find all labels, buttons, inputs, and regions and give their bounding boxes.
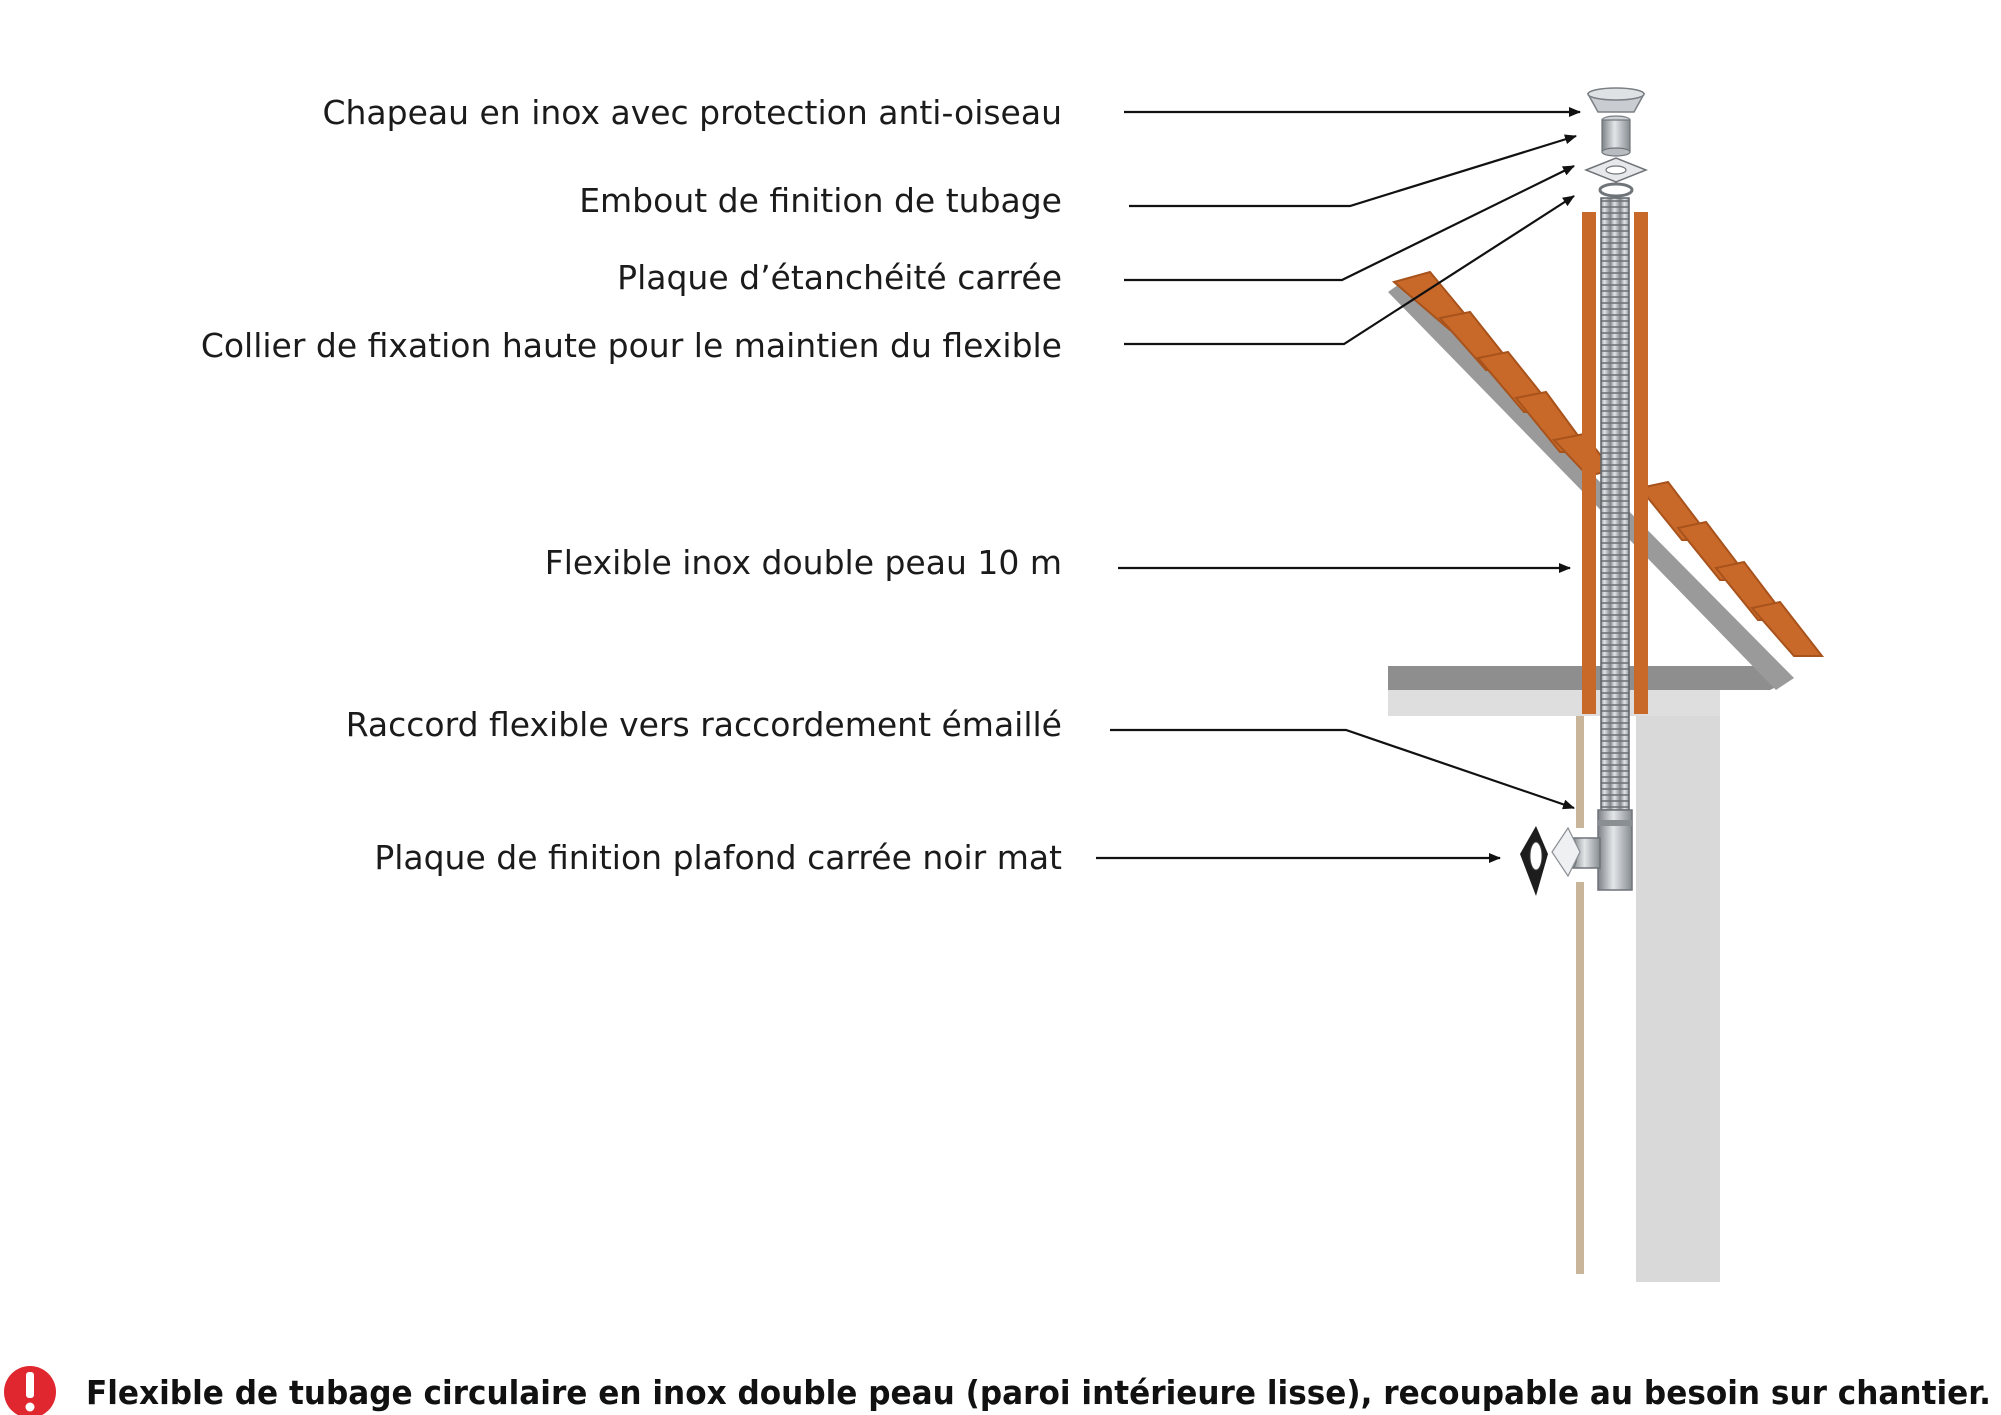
label-chapeau: Chapeau en inox avec protection anti-ois… bbox=[322, 93, 1062, 132]
leader-raccord bbox=[1110, 728, 1575, 810]
leader-plaque-etancheite bbox=[1124, 165, 1575, 282]
fixing-collar bbox=[1598, 182, 1634, 198]
chimney-assembly bbox=[1520, 87, 1649, 896]
ceiling-line-lower bbox=[1576, 882, 1584, 1274]
masonry-wall bbox=[1636, 680, 1720, 1282]
end-piece bbox=[1601, 115, 1631, 157]
rain-cap bbox=[1586, 87, 1646, 113]
ceiling-plates bbox=[1520, 826, 1581, 896]
bottom-note: Flexible de tubage circulaire en inox do… bbox=[4, 1366, 1991, 1415]
label-raccord: Raccord flexible vers raccordement émail… bbox=[346, 705, 1062, 744]
label-collier: Collier de fixation haute pour le mainti… bbox=[201, 326, 1062, 365]
label-embout: Embout de finition de tubage bbox=[579, 181, 1062, 220]
roof-tiles bbox=[1391, 270, 1825, 657]
ceiling-line-upper bbox=[1576, 716, 1584, 828]
note-text: Flexible de tubage circulaire en inox do… bbox=[86, 1373, 1991, 1412]
ceiling-slab bbox=[1388, 688, 1720, 716]
exclamation-icon bbox=[4, 1366, 56, 1415]
leader-embout bbox=[1129, 134, 1577, 208]
leader-lines bbox=[1096, 107, 1581, 863]
chimney-sleeve-right bbox=[1634, 212, 1648, 714]
label-flexible: Flexible inox double peau 10 m bbox=[545, 543, 1062, 582]
chimney-sleeve-left bbox=[1582, 212, 1596, 714]
labels: Chapeau en inox avec protection anti-ois… bbox=[201, 93, 1062, 877]
sealing-plate bbox=[1583, 157, 1649, 183]
label-plaque-etancheite: Plaque d’étanchéité carrée bbox=[617, 258, 1062, 297]
label-plaque-plafond: Plaque de finition plafond carrée noir m… bbox=[374, 838, 1062, 877]
leader-collier bbox=[1124, 195, 1575, 346]
flexible-pipe bbox=[1600, 197, 1630, 811]
